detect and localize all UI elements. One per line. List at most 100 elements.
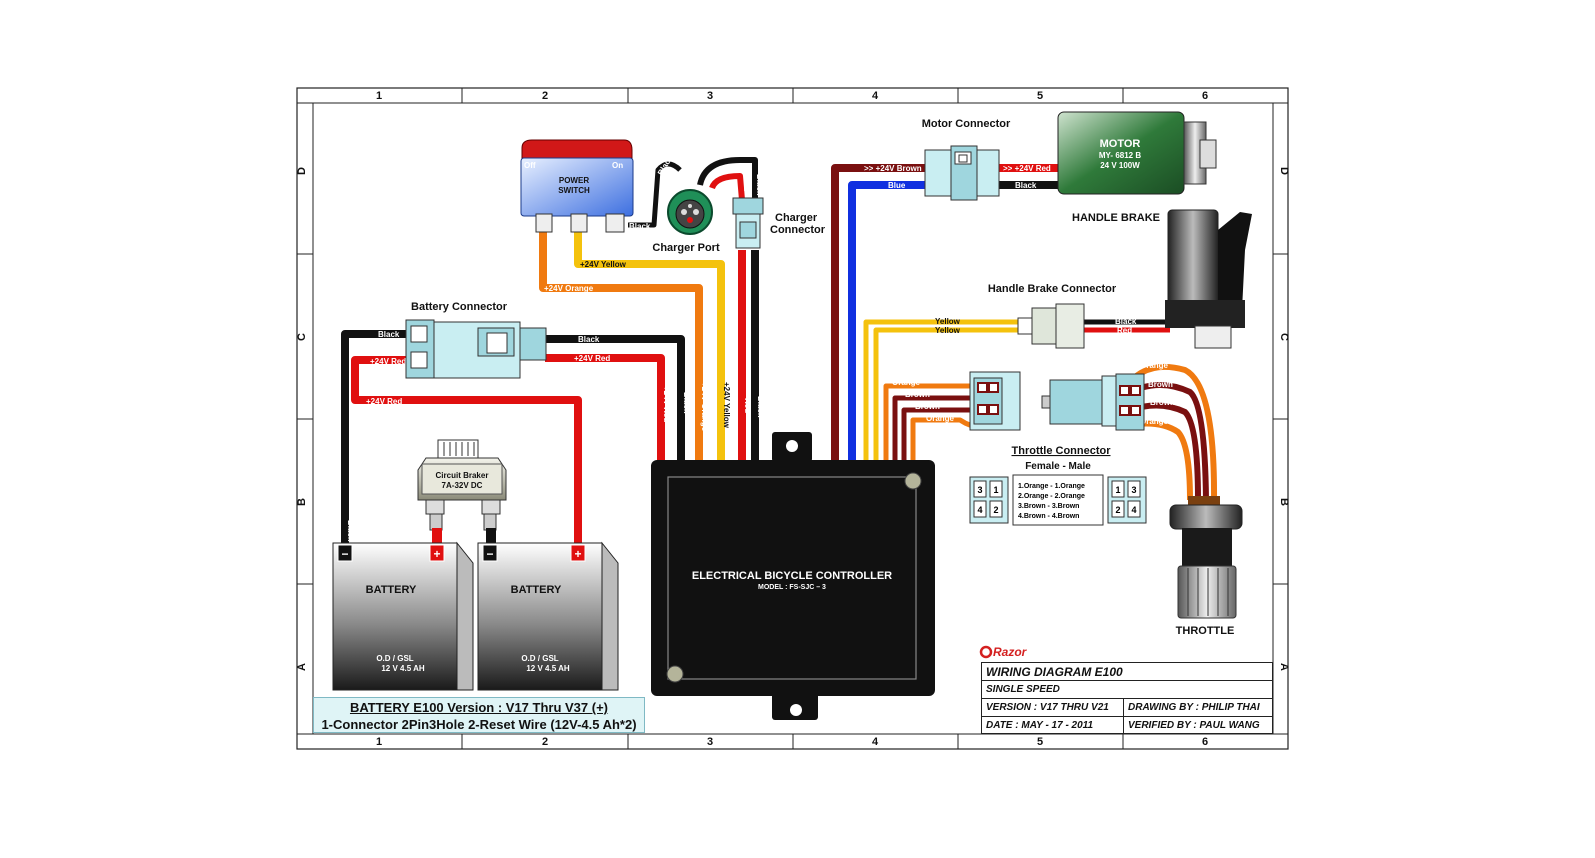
breaker-label-2: 7A-32V DC [442,481,483,490]
col-label-2-top: 2 [542,90,548,102]
wire-black-charger [697,157,758,200]
col-label-3-top: 3 [707,90,713,102]
handle-brake-label: HANDLE BRAKE [1072,212,1160,224]
col-label-1-bottom: 1 [376,736,382,748]
wire-label-red-breaker: Red [439,528,448,543]
wire-brown-motor [831,164,925,462]
wire-label-brown-throttle-4: Brown [1150,398,1175,407]
wire-label-yellow-1: +24V Yellow [580,260,627,269]
wire-red-charger [709,173,745,201]
title-block-verified-by: VERIFIED BY : PAUL WANG [1128,720,1260,731]
wire-label-red-1: +24V Red [370,357,406,366]
wire-label-brown-throttle-1: Brown [905,390,930,399]
power-switch[interactable]: Off On POWER SWITCH [520,139,634,233]
col-label-5-top: 5 [1037,90,1043,102]
wire-black-switch-charger [628,161,682,228]
battery-left-spec1: O.D / GSL [376,654,413,663]
legend-pin-m4: 4 [1131,505,1136,515]
wire-blue-motor [848,181,925,462]
battery-version-note: BATTERY E100 Version : V17 Thru V37 (+) … [313,697,645,733]
wire-label-yellow-brake-1: Yellow [935,317,961,326]
motor-connector[interactable]: Motor Connector [922,118,1011,201]
wire-red-battery-plus [351,356,582,548]
wire-label-brown-throttle-2: Brown [915,402,940,411]
title-block-row-date: DATE : MAY - 17 - 2011 VERIFIED BY : PAU… [982,717,1272,734]
title-block-version: VERSION : V17 THRU V21 [982,699,1124,716]
wire-brown-throttle-4 [1129,402,1201,501]
wire-label-black-1: Black [378,330,400,339]
col-label-6-bottom: 6 [1202,736,1208,748]
motor-rating: 24 V 100W [1100,161,1140,170]
wire-label-blue-motor: Blue [888,181,906,190]
handle-brake: HANDLE BRAKE [1072,209,1252,349]
wire-label-red-vertical: +24V Red [662,386,671,422]
title-block-speed: SINGLE SPEED [982,681,1272,699]
throttle-connector-female[interactable] [969,371,1021,431]
wire-orange-switch [539,230,703,462]
row-label-a-left: A [296,663,308,671]
wire-label-orange-throttle-4: Orange [1140,417,1169,426]
throttle-label: THROTTLE [1176,625,1235,637]
legend-pin-line-3: 3.Brown - 3.Brown [1018,503,1079,510]
battery-connector[interactable]: Battery Connector [405,301,547,379]
row-label-d-left: D [296,167,308,175]
row-label-d-right: D [1278,167,1290,175]
throttle-connector-title: Throttle Connector [1012,445,1112,457]
battery-right-spec2: 12 V 4.5 AH [526,664,570,673]
wire-brown-throttle-2 [901,407,985,462]
charger-port[interactable]: Charger Port [652,189,720,254]
controller-title: ELECTRICAL BICYCLE CONTROLLER [692,570,892,582]
wire-brown-throttle-3 [1128,382,1209,501]
legend-pin-line-2: 2.Orange - 2.Orange [1018,493,1085,500]
battery-right-title: BATTERY [511,584,562,596]
wire-label-brown-throttle-3: Brown [1148,380,1173,389]
title-block-title: WIRING DIAGRAM E100 [982,663,1272,681]
breaker-label-1: Circuit Braker [436,471,489,480]
legend-pin-f2: 1 [993,485,998,495]
wire-label-red-motor: >> +24V Red [1003,164,1051,173]
handle-brake-connector[interactable]: Handle Brake Connector [988,283,1117,349]
switch-rocker[interactable] [521,139,633,159]
legend-pin-f4: 2 [993,505,998,515]
wire-label-black-2: Black [578,335,600,344]
charger-connector-label-2: Connector [770,224,826,236]
throttle: THROTTLE [1169,496,1243,637]
battery-right: − + BATTERY O.D / GSL 12 V 4.5 AH [477,541,619,691]
motor-model: MY- 6812 B [1099,151,1141,160]
col-label-4-bottom: 4 [872,736,879,748]
wire-label-black-battery: Black [346,520,355,542]
legend-pin-m2: 3 [1131,485,1136,495]
title-block-date: DATE : MAY - 17 - 2011 [982,717,1124,734]
charger-connector[interactable]: Charger Connector [732,197,826,249]
handle-brake-connector-label: Handle Brake Connector [988,283,1117,295]
throttle-connector-male[interactable] [1041,373,1145,431]
title-block-row-version: VERSION : V17 THRU V21 DRAWING BY : PHIL… [982,699,1272,717]
wire-yellow-brake-1 [863,319,1020,462]
col-label-3-bottom: 3 [707,736,713,748]
motor-title: MOTOR [1100,138,1141,150]
wire-black-battery [341,330,420,548]
wire-label-black-switch-2: Black [629,222,651,231]
controller-model: MODEL : FS-SJC – 3 [758,584,826,591]
switch-label-2: SWITCH [558,186,590,195]
col-label-6-top: 6 [1202,90,1208,102]
battery-version-line-1: BATTERY E100 Version : V17 Thru V37 (+) [349,700,609,715]
wire-orange-throttle-4 [1129,420,1193,501]
circuit-breaker[interactable]: Circuit Braker 7A-32V DC [417,439,507,550]
wire-label-red-vertical-2: Red [743,398,752,413]
wire-black-controller [545,335,685,462]
battery-left-plus: + [433,547,440,561]
col-label-1-top: 1 [376,90,382,102]
throttle-connector-legend: Throttle Connector Female - Male 3 1 4 2… [969,445,1147,526]
legend-pin-line-4: 4.Brown - 4.Brown [1018,513,1079,520]
switch-label-1: POWER [559,176,589,185]
controller: ELECTRICAL BICYCLE CONTROLLER MODEL : FS… [651,432,935,720]
legend-pin-f3: 4 [977,505,982,515]
wire-label-red-2: +24V Red [366,397,402,406]
wire-red-controller [545,354,665,462]
col-label-4-top: 4 [872,90,879,102]
wire-label-black-vertical: Black [682,392,691,414]
wire-label-brown-motor: >> +24V Brown [864,164,922,173]
legend-pin-m1: 1 [1115,485,1120,495]
